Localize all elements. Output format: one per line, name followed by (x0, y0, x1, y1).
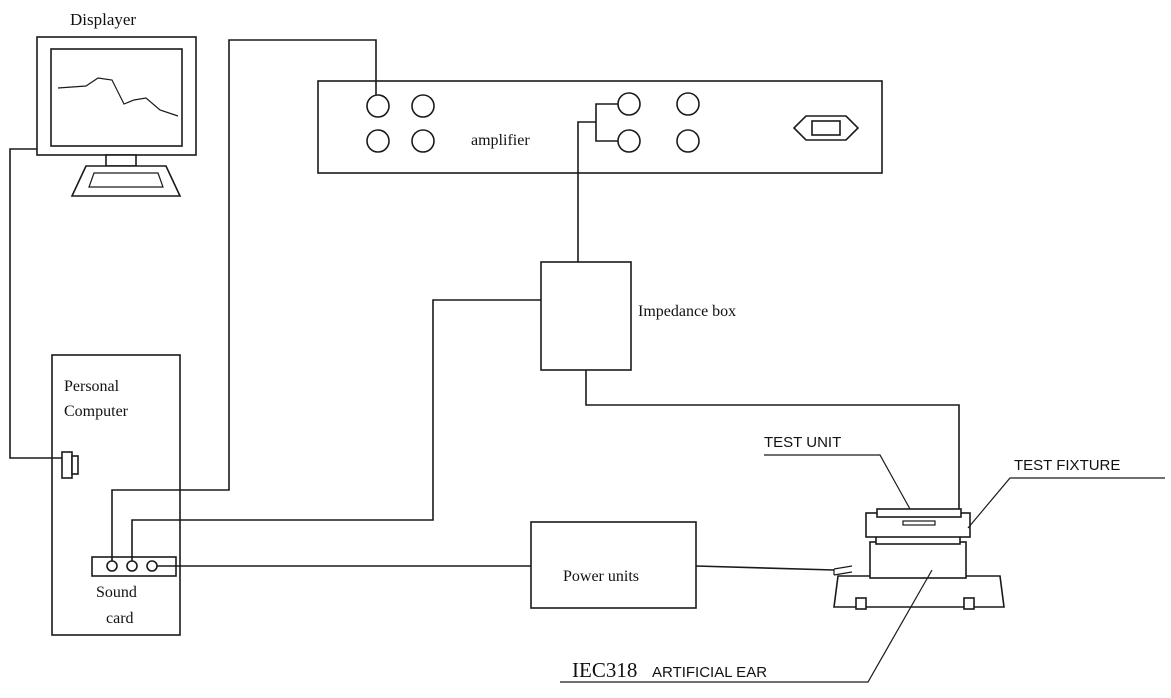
displayer-label: Displayer (70, 10, 136, 29)
leader-test-unit (764, 454, 911, 510)
amplifier-box (317, 80, 883, 174)
amp-output-jack-1 (617, 92, 641, 116)
amp-output-jack-3 (617, 129, 641, 153)
amp-input-jack-4 (411, 129, 435, 153)
test-fixture-assembly (833, 508, 1005, 610)
test-unit-body (876, 508, 962, 518)
fixture-foot-right (963, 597, 975, 610)
pc-video-port-plug (71, 455, 79, 475)
wire-power-to-fixture (695, 565, 835, 571)
displayer-monitor (36, 36, 197, 197)
sound-card-jack-2 (126, 560, 138, 572)
artificial-ear-label: ARTIFICIAL EAR (652, 664, 767, 681)
iec-code-label: IEC318 (572, 658, 637, 682)
monitor-screen (50, 48, 183, 147)
leader-artificial-ear (560, 569, 933, 683)
wire-soundcard-to-impedance (131, 299, 541, 561)
pc-video-port (61, 451, 73, 479)
pc-label-line2: Computer (64, 403, 129, 420)
sound-card-jack-1 (106, 560, 118, 572)
pc-label-line1: Personal (64, 378, 120, 395)
test-fixture-label: TEST FIXTURE (1014, 457, 1120, 474)
wire-impedance-to-test-unit (585, 370, 960, 509)
waveform-trace (57, 77, 179, 117)
amplifier-unit (317, 80, 883, 174)
fixture-foot-left (855, 597, 867, 610)
power-units-label: Power units (563, 568, 639, 585)
amp-input-jack-2 (411, 94, 435, 118)
wire-soundcard-to-amplifier (111, 39, 377, 561)
amp-power-connector-inner (811, 120, 841, 136)
impedance-box (540, 261, 632, 371)
sound-card-label-line1: Sound (96, 584, 137, 601)
monitor-neck (105, 154, 137, 167)
fixture-side-connector (833, 565, 853, 576)
amp-input-jack-3 (366, 129, 390, 153)
sound-card-jack-3 (146, 560, 158, 572)
amp-output-jack-2 (676, 92, 700, 116)
amp-output-jack-4 (676, 129, 700, 153)
wire-displayer-to-pc (9, 148, 62, 459)
amp-input-jack-1 (366, 94, 390, 118)
wire-amp-to-impedance (577, 121, 596, 262)
impedance-box-label: Impedance box (638, 303, 736, 320)
monitor-base (70, 165, 182, 197)
test-unit-speaker-grille (902, 520, 936, 526)
artificial-ear-body (869, 541, 967, 579)
leader-test-fixture (967, 477, 1165, 529)
power-units-box (530, 521, 697, 609)
pc-case (51, 354, 181, 636)
personal-computer (51, 354, 181, 636)
sound-card-label-line2: card (106, 610, 134, 627)
test-unit-label: TEST UNIT (764, 434, 841, 451)
monitor-base-inner (88, 172, 164, 188)
amplifier-label: amplifier (471, 132, 530, 149)
